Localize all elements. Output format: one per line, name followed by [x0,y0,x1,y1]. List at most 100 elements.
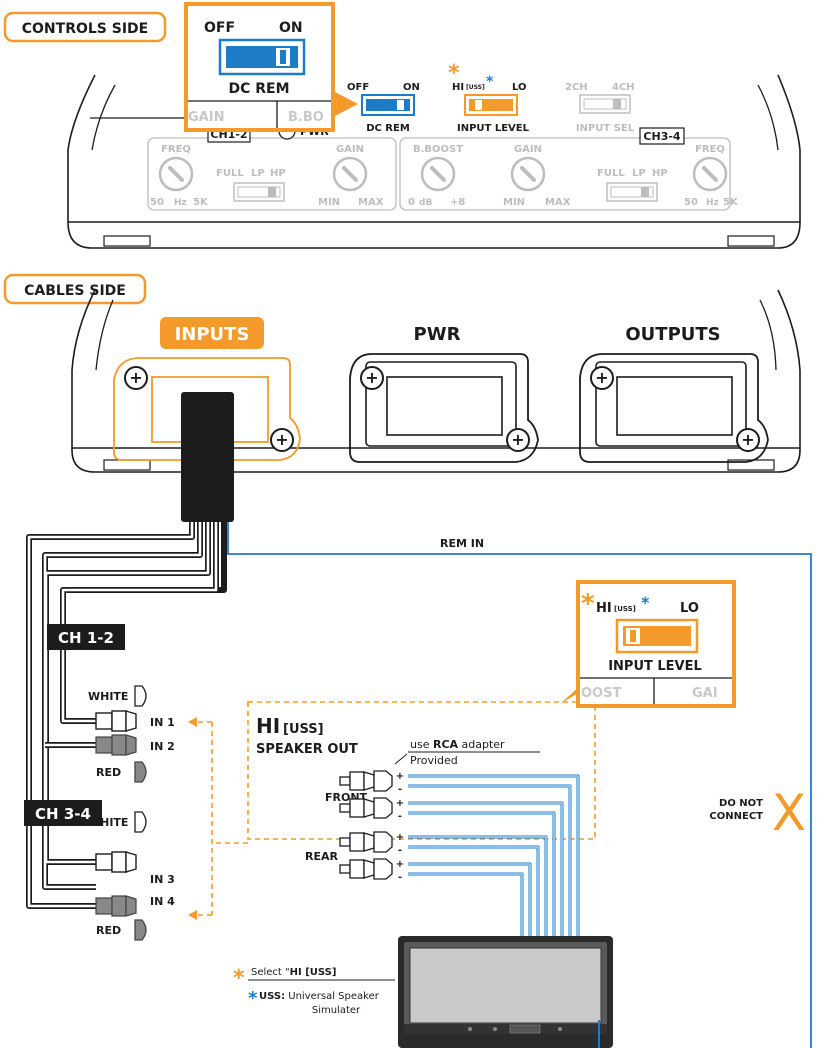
controls-side-section: CH1-2 PWR CH3-4 FREQ 50 Hz 5K FULL LP HP… [3,2,801,249]
controls-side-title-box [3,11,167,43]
red-label-1: RED [96,766,121,779]
hi-uss-title: HI [256,714,280,738]
note-uss-line2: Simulater [312,1005,361,1016]
callout-off: OFF [204,20,235,36]
in3-label: IN 3 [150,873,175,886]
freq-label-2: FREQ [695,144,725,155]
callout-oost-cut: OOST [581,686,621,701]
plus-2: + [396,798,404,809]
outputs-screw-2-plus: + [741,430,754,449]
ch12-tag-label: CH 1-2 [58,629,114,647]
red-cap-1 [134,761,147,783]
dcrem-on: ON [403,82,420,93]
gain-knob-1[interactable] [332,156,368,192]
bboost-max: +8 [450,197,465,208]
freq-unit-2: Hz [706,198,719,208]
pwr-port: + + [349,353,539,463]
callout-on: ON [279,20,303,36]
do-not-label: DO NOT [719,798,763,809]
freq-min-1: 50 [150,197,164,208]
ch34-tag-label: CH 3-4 [35,805,91,823]
use-rca-adapter: use RCA adapter [410,738,505,751]
filter-full-2: FULL [597,168,625,179]
note-uss-text1: Universal Speaker [285,991,380,1002]
in2-label: IN 2 [150,740,175,753]
red-label-2: RED [96,924,121,937]
filter-lp-1: LP [251,168,265,179]
outputs-screw-1-plus: + [595,368,608,387]
rca-in2 [95,734,137,756]
pwr-screw-2-plus: + [511,430,524,449]
callout-asterisk-orange: * [581,589,595,619]
note-uss-asterisk: * [248,988,258,1009]
red-cap-2 [134,919,147,941]
bboost-min: 0 [408,197,415,208]
cables-side-title: CABLES SIDE [24,283,126,299]
connect-label: CONNECT [709,811,763,822]
callout-gai-cut: GAI [692,686,718,701]
speaker-out-label: SPEAKER OUT [256,742,358,757]
rca-in1 [95,710,137,732]
bboost-knob[interactable] [420,156,456,192]
note-select-bold: HI [USS] [290,967,337,978]
minus-4: - [398,872,402,883]
rem-in-wire [227,520,812,1048]
cables-side-section: CABLES SIDE INPUTS PWR OUTPUTS + + + [3,273,801,473]
hi-uss-speaker-out-box [247,701,596,840]
head-unit-display [398,936,613,1048]
input-level-uss-asterisk-small: * [486,74,494,90]
do-not-connect-x-icon: X [772,784,806,842]
dc-rem-callout: OFF ON DC REM GAIN B.BO [184,2,358,132]
outputs-label: OUTPUTS [625,324,720,345]
white-label-2: WHITE [88,816,128,829]
rca-in3 [95,851,137,873]
use-rca-post: adapter [458,738,505,751]
bboost-unit: dB [419,198,432,208]
gain-min-2: MIN [503,197,525,208]
speaker-plug-rear-2 [339,858,393,880]
callout-input-level-label: INPUT LEVEL [608,659,702,674]
filter-hp-1: HP [270,168,286,179]
gain-min-1: MIN [318,197,340,208]
callout-gain-cut: GAIN [188,110,224,125]
pwr-label: PWR [414,324,461,345]
filter-lp-2: LP [632,168,646,179]
minus-3: - [398,845,402,856]
note-uss-label: USS: [259,991,285,1002]
minus-1: - [398,784,402,795]
plus-3: + [396,832,404,843]
gain-max-1: MAX [358,197,384,208]
input-level-hi-small: HI [452,82,464,93]
freq-knob-2[interactable] [692,156,728,192]
filter-hp-2: HP [652,168,668,179]
gain-knob-2[interactable] [510,156,546,192]
inputs-screw-1-plus: + [129,368,142,387]
input-level-lo-small: LO [512,82,527,93]
arrow-to-in1-icon [188,717,197,727]
arrow-to-in3-icon [188,910,197,920]
freq-knob-1[interactable] [158,156,194,192]
plus-4: + [396,859,404,870]
ch34-tag [24,800,102,826]
provided-label: Provided [410,754,458,767]
ch12-tag [47,624,125,650]
white-label-1: WHITE [88,690,128,703]
freq-min-2: 50 [684,197,698,208]
input-harness-connector [181,392,234,522]
filter-full-1: FULL [216,168,244,179]
input-sel-label: INPUT SEL [576,123,635,134]
freq-label-1: FREQ [161,144,191,155]
note-select-asterisk: * [233,966,245,991]
pwr-screw-1-plus: + [365,368,378,387]
note-select: Select "HI [USS] [251,967,336,978]
input-sel-2ch: 2CH [565,82,588,93]
rear-label: REAR [305,850,338,863]
bboost-label: B.BOOST [413,144,463,155]
rca-in4 [95,895,137,917]
inputs-screw-2-plus: + [275,430,288,449]
callout-dcrem-label: DC REM [228,81,289,97]
use-rca-bold: RCA [433,738,459,751]
input-sel-4ch: 4CH [612,82,635,93]
freq-max-2: 5K [723,197,739,208]
